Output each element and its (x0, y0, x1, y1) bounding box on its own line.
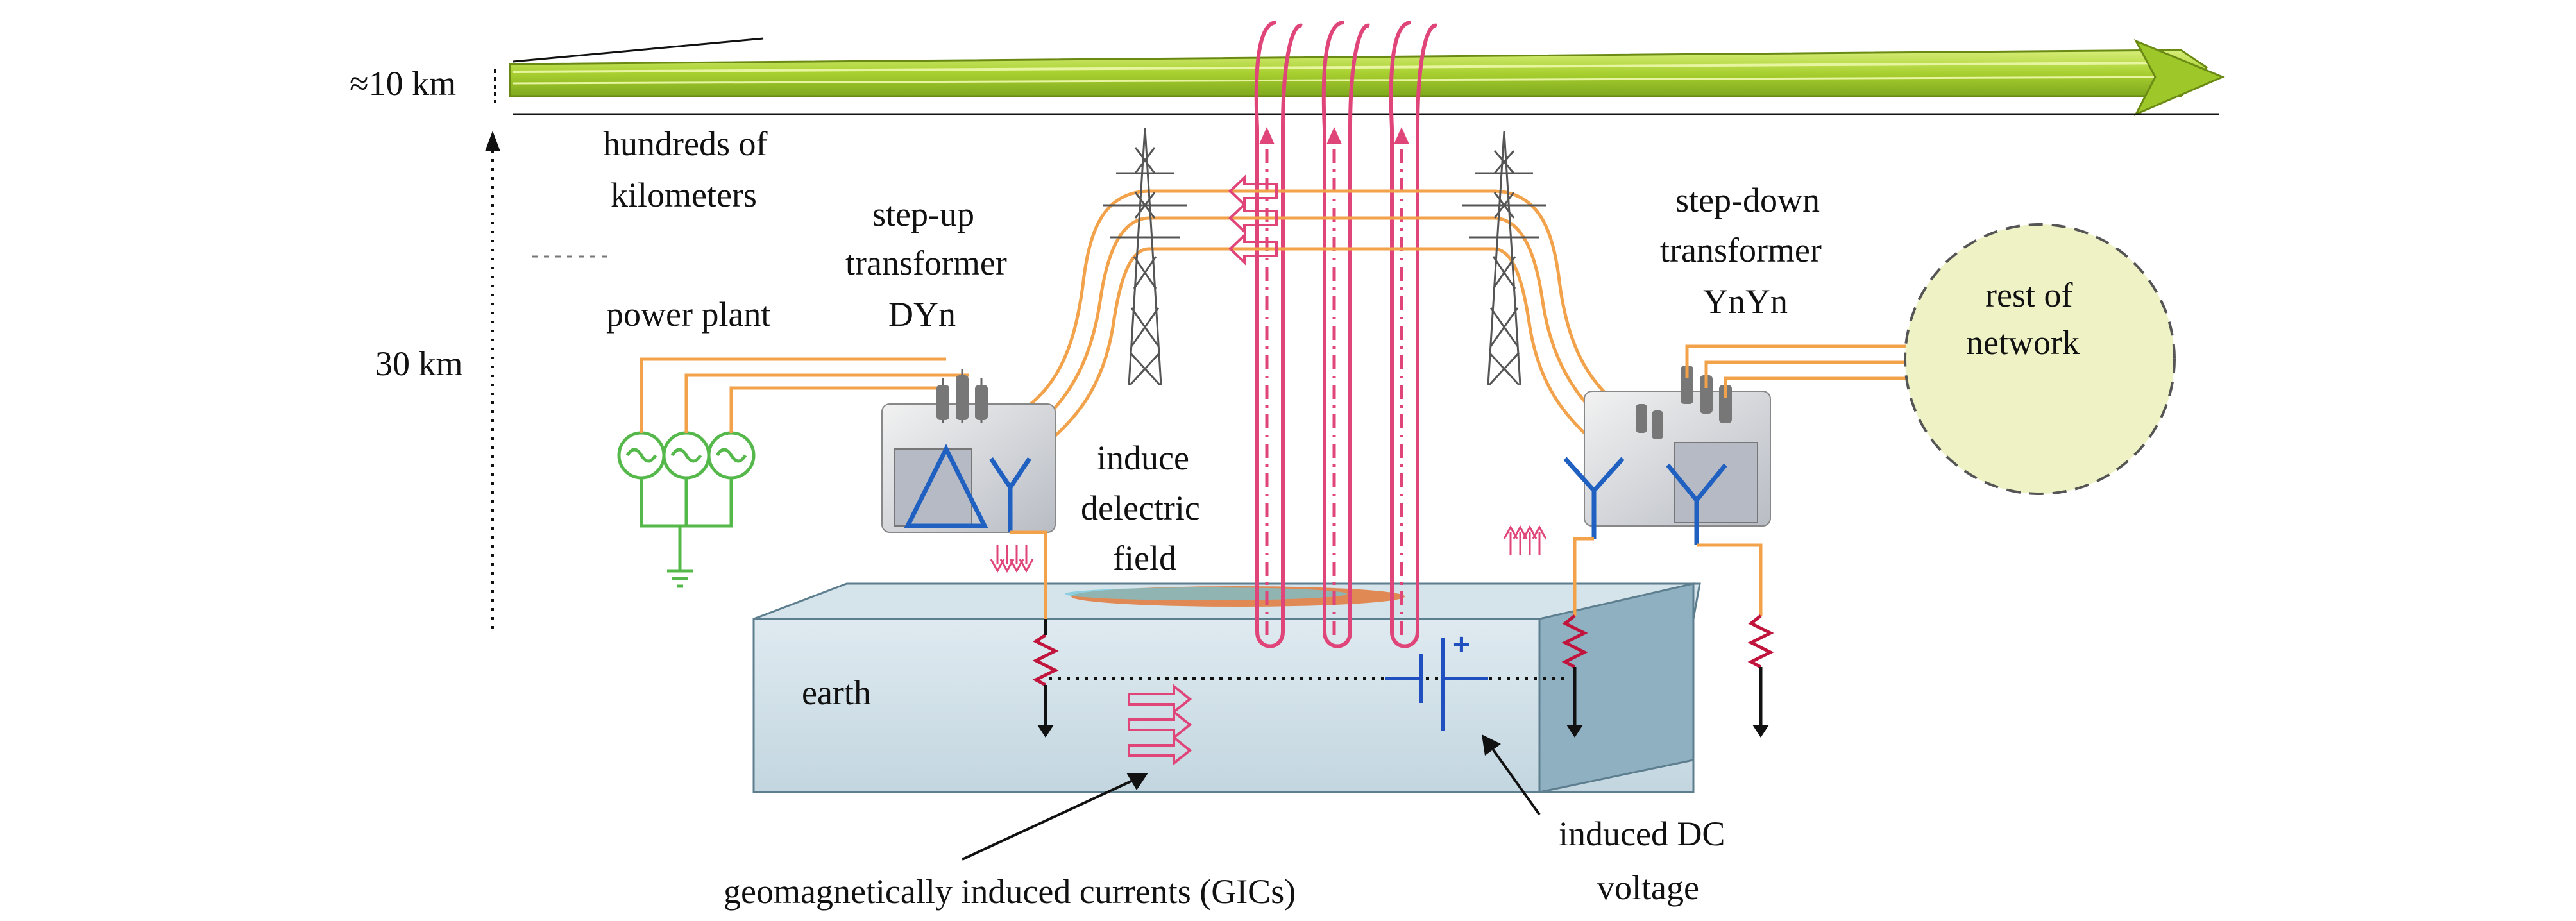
earth-block (752, 582, 1701, 793)
band-top-bracket (513, 37, 764, 63)
gic-callout-arrow (962, 778, 1136, 861)
stepup-neutral-ground (1010, 530, 1059, 738)
height-10km-label: ≈10 km (350, 64, 456, 103)
stepup-label-3: DYn (888, 295, 956, 334)
induce-field-label-1: induce (1097, 439, 1189, 477)
transmission-tower-left (1103, 128, 1187, 386)
induced-field-dashdot-lines (1265, 138, 1403, 635)
power-plant-generators (617, 431, 756, 588)
battery-plus-label: + (1453, 627, 1470, 661)
gic-label: geomagnetically induced currents (GICs) (724, 872, 1296, 911)
rest-of-network-label-1: rest of (1985, 276, 2072, 314)
stepup-label-2: transformer (845, 244, 1007, 282)
stepup-label-1: step-up (872, 195, 974, 233)
transmission-tower-right (1462, 131, 1546, 386)
dc-voltage-label-1: induced DC (1559, 815, 1725, 853)
depth-30km-label: 30 km (375, 344, 463, 383)
power-plant-label: power plant (606, 295, 770, 334)
induced-field-arrowheads (1259, 127, 1409, 144)
stepdown-primary-ground (1561, 537, 1594, 738)
depth-scale-arrowhead (485, 131, 500, 151)
stepdown-label-1: step-down (1675, 181, 1820, 219)
earth-label: earth (802, 673, 871, 712)
stepdown-secondary-ground (1697, 543, 1774, 738)
hundreds-km-label-1: hundreds of (603, 124, 767, 163)
power-plant-feeders (640, 357, 969, 433)
stepup-transformer (881, 369, 1056, 533)
network-feeders (1685, 344, 1911, 398)
gic-callout-arrowhead (1126, 773, 1148, 790)
stepdown-label-2: transformer (1660, 231, 1822, 269)
stepdown-transformer (1563, 366, 1771, 545)
battery-symbol (1385, 638, 1488, 731)
rest-of-network-circle (1904, 223, 2176, 495)
dc-voltage-callout-arrowhead (1482, 734, 1501, 756)
rest-of-network-label-2: network (1966, 323, 2080, 362)
hundreds-km-label-2: kilometers (611, 176, 757, 214)
line-current-arrows (1228, 174, 1278, 266)
geomagnetic-field-loops (1254, 21, 1437, 648)
ionosphere-current-band (509, 39, 2225, 117)
induce-field-label-2: delectric (1081, 489, 1200, 527)
stepdown-gic-up-arrows (1503, 525, 1547, 555)
stepup-gic-down-arrows (990, 545, 1034, 573)
dc-voltage-label-2: voltage (1597, 868, 1699, 907)
stepdown-label-3: YnYn (1703, 282, 1788, 321)
induce-field-label-3: field (1113, 539, 1176, 577)
gic-arrows (1128, 683, 1192, 766)
dc-voltage-callout-arrow (1490, 746, 1541, 816)
